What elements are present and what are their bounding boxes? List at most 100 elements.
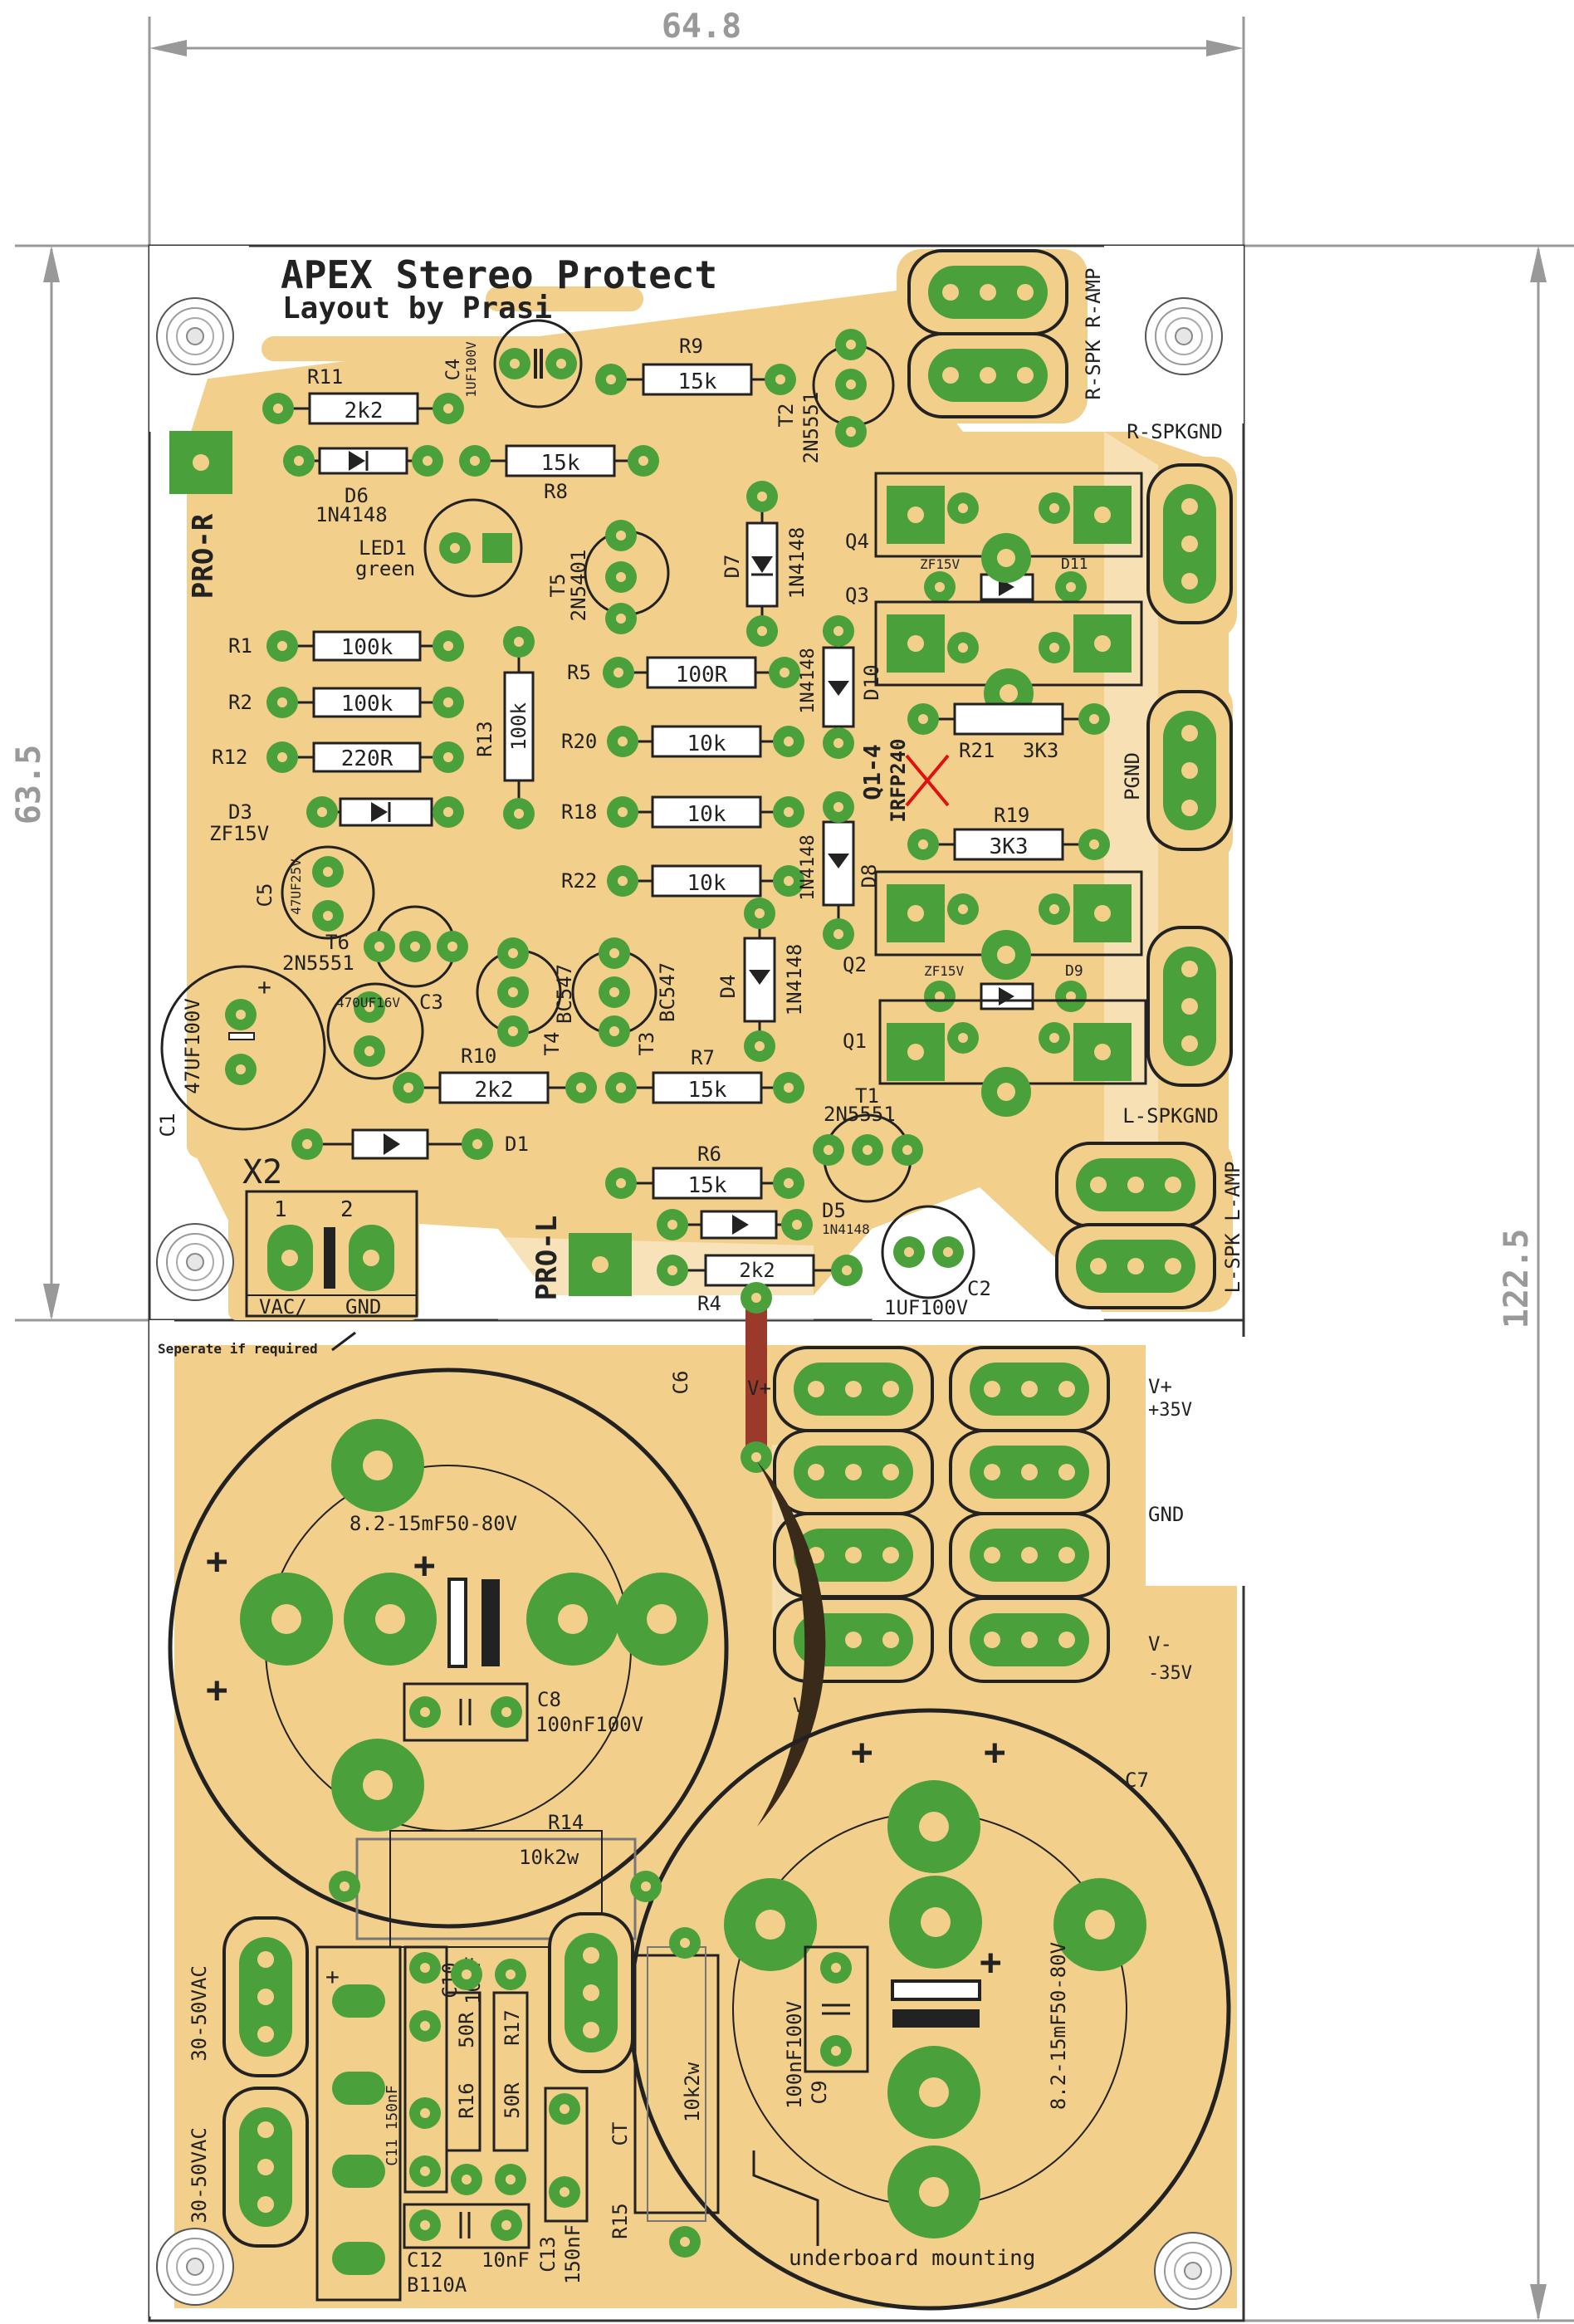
plus35-label: +35V xyxy=(1148,1400,1192,1421)
r4-label: R4 xyxy=(697,1292,721,1315)
diode-d1 xyxy=(291,1128,493,1160)
capacitor-c12 xyxy=(403,2203,530,2249)
resistor-r17 xyxy=(492,1959,529,2195)
r-spkgnd-label: R-SPKGND xyxy=(1127,420,1223,443)
zener-d3 xyxy=(306,796,464,828)
ct-terminal xyxy=(548,1912,634,2073)
c6-value: 8.2-15mF50-80V xyxy=(350,1512,517,1535)
r21-value: 3K3 xyxy=(1023,739,1058,762)
c9-label: C9 xyxy=(808,2081,831,2105)
r10-label: R10 xyxy=(461,1045,496,1068)
resistor-r6 xyxy=(605,1167,804,1200)
r20-value: 10k xyxy=(687,731,726,756)
r7-value: 15k xyxy=(688,1078,727,1103)
d7-label: D7 xyxy=(721,555,744,579)
d6-value: 1N4148 xyxy=(315,503,388,526)
resistor-r1 xyxy=(266,630,464,662)
d5-value: 1N4148 xyxy=(822,1221,870,1237)
resistor-r7 xyxy=(605,1071,804,1104)
q1-4-label: Q1-4 xyxy=(858,744,886,800)
resistor-r13 xyxy=(503,626,535,829)
c7-plus-3: + xyxy=(980,1941,1002,1984)
r8-label: R8 xyxy=(544,480,568,503)
c5-value: 47UF25V xyxy=(288,859,304,915)
d10-label: D10 xyxy=(860,664,883,700)
pgnd-terminal xyxy=(1146,690,1233,851)
r8-value: 15k xyxy=(541,451,580,476)
board-title: APEX Stereo Protect xyxy=(281,252,717,297)
separate-arrow xyxy=(331,1331,356,1352)
t5-value: 2N5401 xyxy=(567,550,590,622)
resistor-r22 xyxy=(607,864,804,898)
capacitor-c3 xyxy=(326,982,424,1080)
r16-label: R16 xyxy=(455,2082,478,2118)
d4-label: D4 xyxy=(716,975,740,999)
t1-label: T1 xyxy=(855,1084,879,1108)
d8-value: 1N4148 xyxy=(798,834,819,900)
dimension-lines xyxy=(15,17,1574,2322)
r6-value: 15k xyxy=(688,1173,727,1198)
ac-label-2: 30-50VAC xyxy=(188,2127,211,2224)
d8-label: D8 xyxy=(858,864,881,888)
l-spkgnd-terminal xyxy=(1146,926,1233,1087)
c7-value: 8.2-15mF50-80V xyxy=(1047,1942,1070,2110)
c6-label: C6 xyxy=(669,1371,692,1395)
r19-value: 3K3 xyxy=(990,834,1029,859)
b110a-label: B110A xyxy=(407,2273,467,2297)
r-amp-terminal xyxy=(907,249,1068,335)
diode-d10 xyxy=(822,615,855,759)
diode-d7 xyxy=(745,481,779,647)
capacitor-c4 xyxy=(493,319,583,409)
diode-d6 xyxy=(283,445,443,477)
d6-label: D6 xyxy=(345,484,369,507)
pro-l-label: PRO-L xyxy=(530,1216,564,1300)
x2-pin2: 2 xyxy=(340,1197,354,1222)
c6-plus-2: + xyxy=(206,1669,228,1711)
r17-label: R17 xyxy=(501,2009,524,2045)
q1-label: Q1 xyxy=(843,1030,867,1053)
vplus-rail-label: V+ xyxy=(1148,1375,1172,1398)
c4-value: 1UF100V xyxy=(463,341,479,398)
t2-label: T2 xyxy=(775,404,798,428)
resistor-r5 xyxy=(603,656,800,689)
r18-value: 10k xyxy=(687,802,726,827)
d9-label: D9 xyxy=(1065,962,1083,980)
l-spk-terminal xyxy=(1055,1223,1216,1309)
l-amp-terminal xyxy=(1055,1142,1216,1228)
led1-label: LED1 xyxy=(359,536,407,560)
resistor-r8 xyxy=(459,444,659,477)
t1-value: 2N5551 xyxy=(824,1103,896,1126)
d3-value: ZF15V xyxy=(209,822,269,845)
c9-value: 100nF100V xyxy=(783,2001,806,2109)
mosfet-q2 xyxy=(874,870,1143,980)
r22-value: 10k xyxy=(687,871,726,896)
resistor-r9 xyxy=(595,363,796,396)
x2-label: X2 xyxy=(242,1153,282,1191)
c4-label: C4 xyxy=(443,359,464,381)
r14-label: R14 xyxy=(548,1811,584,1834)
c12-value: 10nF xyxy=(481,2248,530,2272)
zener-label-bottom: ZF15V xyxy=(924,963,965,979)
r1-label: R1 xyxy=(228,634,252,658)
r12-value: 220R xyxy=(341,746,394,771)
resistor-r19 xyxy=(907,828,1110,861)
pgnd-label: PGND xyxy=(1121,752,1144,800)
r-spk-terminal xyxy=(907,332,1068,418)
gnd-rail-label: GND xyxy=(1148,1503,1184,1526)
diode-d5 xyxy=(657,1209,813,1240)
r11-value: 2k2 xyxy=(345,399,384,423)
transistor-t1 xyxy=(813,1113,923,1203)
mosfet-q3 xyxy=(874,600,1143,718)
c7-plus-1: + xyxy=(851,1731,873,1774)
r20-label: R20 xyxy=(561,730,597,753)
mosfet-q4 xyxy=(874,472,1143,558)
c2-value: 1UF100V xyxy=(884,1296,968,1319)
total-height-dimension: 122.5 xyxy=(1498,1229,1536,1328)
r15-label: R15 xyxy=(609,2203,632,2238)
c8-label: C8 xyxy=(537,1688,561,1711)
t3-label: T3 xyxy=(635,1032,658,1056)
ac-label-1: 30-50VAC xyxy=(188,1965,211,2062)
c13-value: 150nF xyxy=(561,2224,584,2284)
q3-label: Q3 xyxy=(845,584,869,607)
